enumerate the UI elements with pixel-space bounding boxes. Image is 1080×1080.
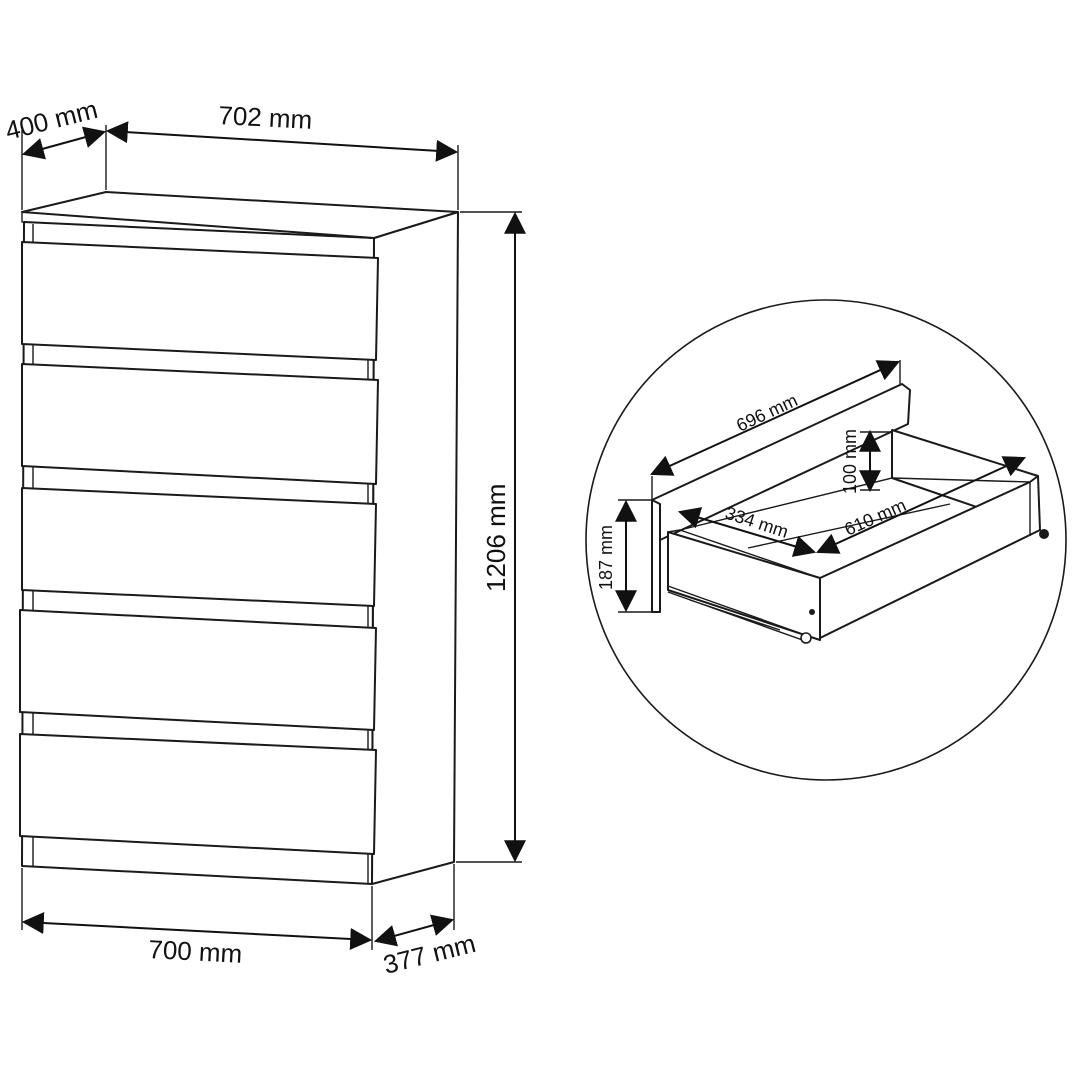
label-chest-width-bottom: 700 mm [148, 934, 243, 969]
label-chest-width-top: 702 mm [218, 100, 313, 135]
dim-line-bottom-depth [373, 914, 455, 947]
label-chest-depth-top: 400 mm [2, 94, 100, 146]
dim-line-drawer-inner-depth [815, 456, 1027, 554]
dim-line-bottom-width [21, 912, 373, 950]
drawer-front-3 [21, 487, 377, 607]
drawer-front-5 [19, 733, 377, 855]
drawer-front-panel [667, 531, 821, 641]
chest-top-panel [21, 191, 459, 239]
carcass-edge-marks [32, 224, 369, 884]
drawer-front-1 [21, 241, 379, 361]
label-chest-height: 1206 mm [481, 484, 511, 592]
chest-side-panel [371, 211, 459, 885]
chest-of-drawers [19, 191, 459, 885]
label-drawer-inner-height: 100 mm [840, 429, 860, 494]
drawer-detail-view: 696 mm 100 mm 187 mm 334 mm 610 mm [585, 299, 1067, 781]
label-drawer-front-height: 187 mm [596, 525, 616, 590]
dim-line-top-width [105, 121, 459, 162]
drawer-runner [667, 585, 809, 643]
drawer-front-4 [19, 609, 377, 731]
dim-line-drawer-front-width [649, 360, 901, 476]
dim-line-drawer-inner-width [677, 507, 817, 557]
drawer-front-2 [21, 363, 379, 485]
dim-line-top-depth [21, 126, 107, 160]
runner-wheel-icon [800, 632, 812, 644]
